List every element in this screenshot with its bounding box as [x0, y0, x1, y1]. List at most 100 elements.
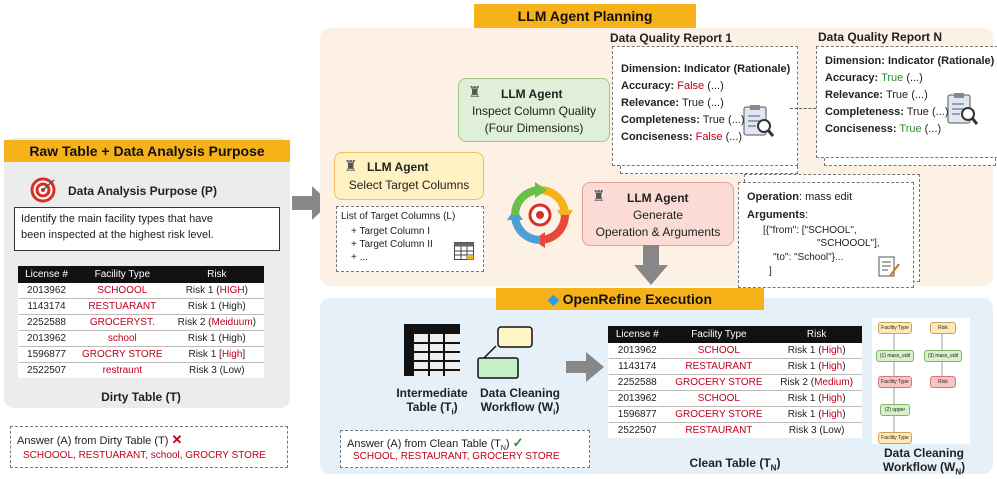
license-cell: 2252588	[18, 314, 75, 331]
arguments-line: ]	[769, 266, 772, 277]
report-row: Accuracy: False (...)	[621, 80, 724, 92]
target-list-box: List of Target Columns (L) + Target Colu…	[336, 206, 484, 272]
workflow-node: (2) upper	[880, 404, 910, 416]
report-row: Completeness: True (...)	[825, 106, 949, 118]
arrow-down-icon	[634, 245, 668, 285]
agent-title: LLM Agent	[367, 160, 429, 174]
report-row: Conciseness: True (...)	[825, 123, 942, 135]
col-header: Risk	[771, 326, 862, 343]
arguments-line: [{"from": ["SCHOOL",	[763, 225, 857, 236]
col-header: Facility Type	[665, 326, 773, 343]
workflow-node: Risk	[930, 322, 956, 334]
final-workflow: Facility Type Risk (1) mass_edit (3) mas…	[872, 318, 970, 444]
workflow-node: (1) mass_edit	[876, 350, 914, 362]
document-pen-icon	[878, 256, 900, 277]
agent-title: LLM Agent	[627, 191, 689, 205]
report-connector	[790, 108, 816, 109]
report-n-title: Data Quality Report N	[818, 30, 943, 44]
license-cell: 1143174	[18, 298, 75, 315]
execution-title: OpenRefine Execution	[562, 291, 713, 307]
report-1-title: Data Quality Report 1	[610, 31, 733, 45]
report-row: Conciseness: False (...)	[621, 131, 743, 143]
check-icon: ✓	[512, 435, 524, 450]
raw-table-header: Raw Table + Data Analysis Purpose	[4, 140, 290, 162]
workflow-node: Facility Type	[878, 376, 912, 388]
workflow-node: Facility Type	[878, 432, 912, 444]
purpose-text-2: been inspected at the highest risk level…	[21, 229, 214, 241]
facility-cell: restraunt	[74, 362, 171, 378]
robot-icon: ♜	[592, 188, 606, 205]
risk-cell: Risk 1 [High]	[170, 346, 264, 363]
target-list-title: List of Target Columns (L)	[341, 211, 456, 222]
col-header: Facility Type	[73, 266, 171, 283]
license-cell: 1596877	[18, 346, 75, 363]
target-list-item: + Target Column I	[351, 226, 431, 237]
facility-cell: RESTUARANT	[74, 298, 171, 315]
license-cell: 2522507	[18, 362, 75, 378]
diamond-icon: ◆	[547, 291, 559, 307]
arguments-line: "SCHOOOL"],	[817, 238, 880, 249]
dirty-answer-values: SCHOOOL, RESTUARANT, school, GROCRY STOR…	[23, 450, 266, 461]
workflow-edges	[893, 332, 943, 432]
arrow-right-icon	[566, 352, 604, 382]
clean-answer-values: SCHOOL, RESTAURANT, GROCERY STORE	[353, 451, 560, 462]
inspect-quality-agent: LLM Agent Inspect Column Quality (Four D…	[458, 78, 610, 142]
workflow-node: (3) mass_edit	[924, 350, 962, 362]
final-workflow-caption: Data Cleaning Workflow (WN)	[882, 446, 966, 477]
report-row: Completeness: True (...)	[621, 114, 745, 126]
workflow-node: Facility Type	[878, 322, 912, 334]
dirty-table-caption: Dirty Table (T)	[101, 390, 181, 404]
intermediate-caption: Intermediate Table (Ti)	[396, 386, 468, 417]
report-row: Relevance: True (...)	[825, 89, 928, 101]
col-header: License #	[18, 266, 75, 283]
dirty-answer-title: Answer (A) from Dirty Table (T)	[17, 435, 169, 447]
risk-cell: Risk 1 (High)	[170, 298, 264, 315]
clean-answer-title: Answer (A) from Clean Table (T	[347, 438, 501, 450]
agent-task: Generate	[632, 208, 684, 222]
agent-task: Select Target Columns	[348, 178, 470, 192]
workflow-caption: Data Cleaning Workflow (Wi)	[479, 386, 560, 417]
target-list-item: + Target Column II	[351, 239, 433, 250]
generate-operation-agent: LLM Agent Generate Operation & Arguments	[582, 182, 734, 246]
facility-cell: GROCRY STORE	[74, 346, 171, 363]
execution-header: ◆ OpenRefine Execution	[496, 288, 764, 310]
select-columns-agent: LLM Agent Select Target Columns	[334, 152, 484, 200]
dirty-answer-box: Answer (A) from Dirty Table (T) ✕ SCHOOO…	[10, 426, 288, 468]
clipboard-search-icon	[743, 105, 774, 137]
target-icon	[30, 177, 56, 203]
purpose-text-1: Identify the main facility types that ha…	[21, 213, 213, 225]
arguments-label: Arguments	[747, 209, 806, 221]
purpose-box: Identify the main facility types that ha…	[14, 207, 280, 251]
agent-task: Inspect Column Quality	[471, 104, 597, 118]
license-cell: 2013962	[18, 330, 75, 347]
target-list-item: + ...	[351, 252, 368, 263]
agent-task-sub: (Four Dimensions)	[484, 121, 584, 135]
purpose-title: Data Analysis Purpose (P)	[68, 184, 217, 198]
facility-cell: GROCERYST.	[74, 314, 171, 331]
clipboard-search-icon	[947, 93, 978, 125]
robot-icon: ♜	[468, 84, 482, 101]
report-row: Relevance: True (...)	[621, 97, 724, 109]
clean-table-caption: Clean Table (TN)	[689, 456, 781, 473]
report-row: Accuracy: True (...)	[825, 72, 923, 84]
facility-cell: SCHOOOL	[74, 282, 171, 299]
col-header: Risk	[169, 266, 265, 283]
col-header: License #	[608, 326, 667, 343]
operation-label: Operation	[747, 191, 799, 203]
arguments-line: "to": "School"}...	[773, 252, 844, 263]
cycle-arrows-icon	[507, 182, 573, 248]
agent-title: LLM Agent	[501, 87, 563, 101]
risk-cell: Risk 1 (High)	[170, 330, 264, 347]
